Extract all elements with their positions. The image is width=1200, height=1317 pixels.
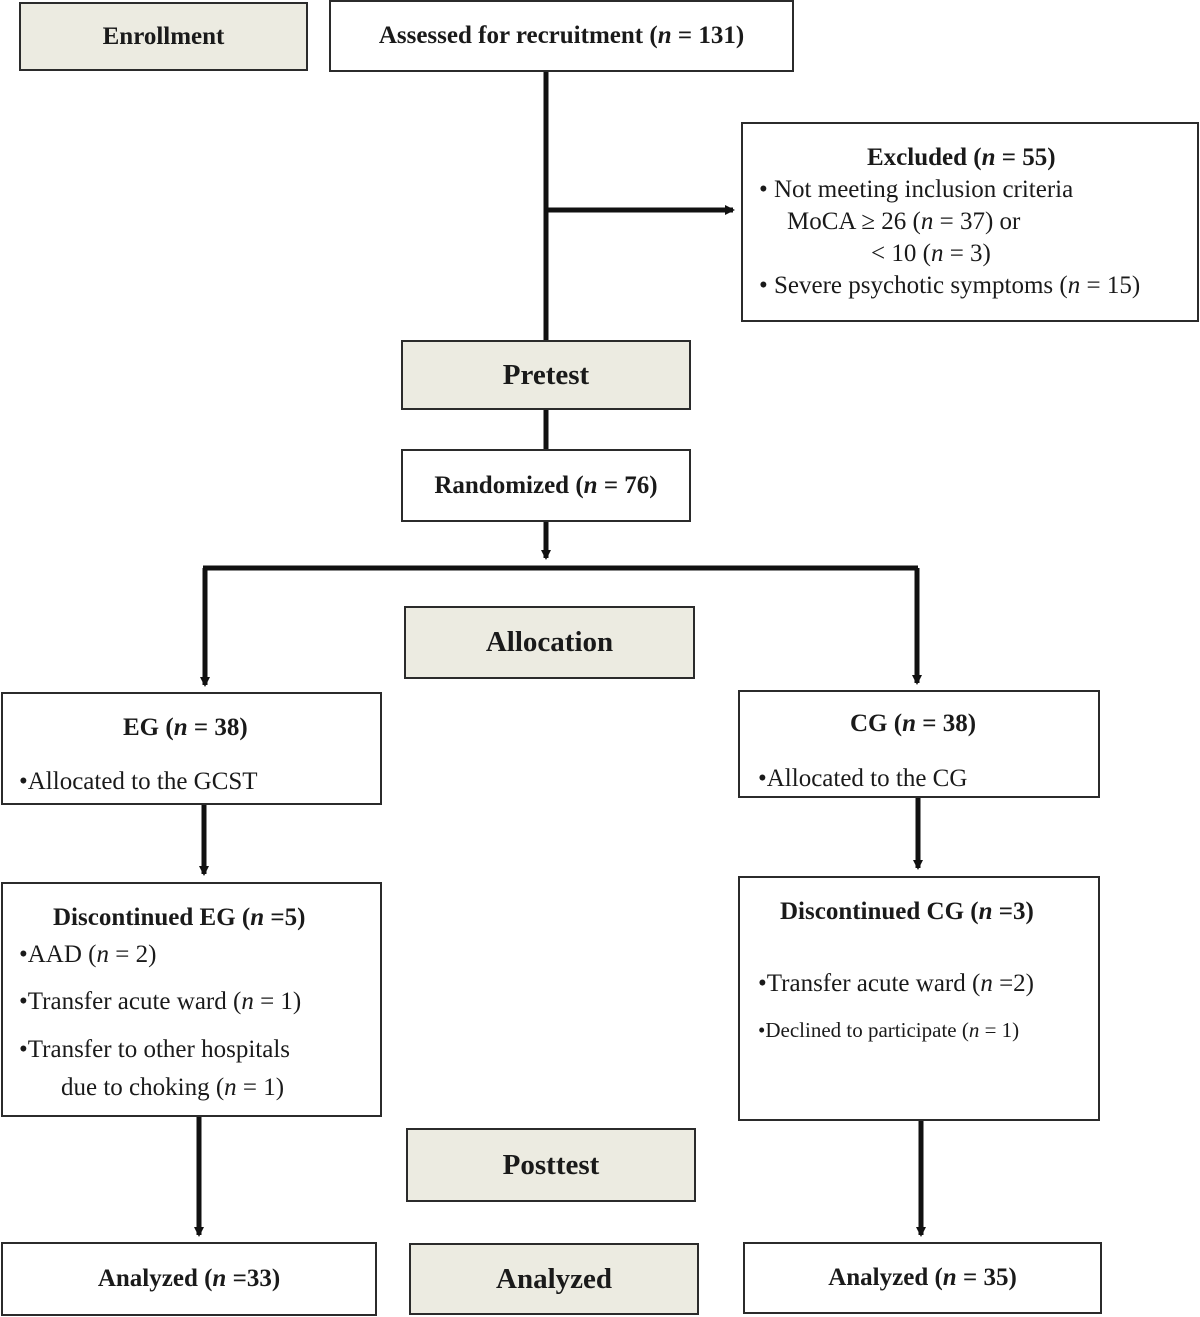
discontinued-eg-item-aad: •AAD (n = 2) bbox=[19, 941, 157, 968]
stage-posttest: Posttest bbox=[406, 1128, 696, 1202]
excluded-item-moca-low: < 10 (n = 3) bbox=[871, 240, 991, 267]
excluded-title: Excluded (n = 55) bbox=[867, 144, 1056, 171]
stage-analyzed: Analyzed bbox=[409, 1243, 699, 1315]
discontinued-cg-title: Discontinued CG (n =3) bbox=[780, 898, 1034, 925]
randomized-box: Randomized (n = 76) bbox=[401, 449, 691, 522]
cg-title: CG (n = 38) bbox=[850, 710, 977, 737]
assessed-box: Assessed for recruitment (n = 131) bbox=[329, 0, 794, 72]
stage-pretest-label: Pretest bbox=[502, 358, 590, 391]
eg-title: EG (n = 38) bbox=[123, 714, 248, 741]
analyzed-eg-label: Analyzed (n =33) bbox=[97, 1265, 281, 1292]
stage-allocation: Allocation bbox=[404, 606, 695, 679]
randomized-label: Randomized (n = 76) bbox=[434, 471, 658, 499]
cg-item-allocated: •Allocated to the CG bbox=[758, 765, 968, 792]
stage-enrollment: Enrollment bbox=[19, 2, 308, 71]
discontinued-cg-item-declined: •Declined to participate (n = 1) bbox=[758, 1018, 1020, 1042]
eg-item-allocated: •Allocated to the GCST bbox=[19, 768, 258, 795]
cg-box: CG (n = 38) •Allocated to the CG bbox=[738, 690, 1100, 798]
stage-analyzed-label: Analyzed bbox=[496, 1262, 612, 1295]
discontinued-cg-box: Discontinued CG (n =3) •Transfer acute w… bbox=[738, 876, 1100, 1121]
discontinued-eg-item-hospitals: •Transfer to other hospitals bbox=[19, 1036, 290, 1063]
stage-posttest-label: Posttest bbox=[502, 1148, 600, 1181]
stage-pretest: Pretest bbox=[401, 340, 691, 410]
analyzed-eg-box: Analyzed (n =33) bbox=[1, 1242, 377, 1316]
eg-box: EG (n = 38) •Allocated to the GCST bbox=[1, 692, 382, 805]
discontinued-cg-item-transfer: •Transfer acute ward (n =2) bbox=[758, 970, 1035, 997]
stage-enrollment-label: Enrollment bbox=[102, 22, 225, 50]
discontinued-eg-item-choking: due to choking (n = 1) bbox=[61, 1074, 285, 1101]
discontinued-eg-box: Discontinued EG (n =5) •AAD (n = 2) •Tra… bbox=[1, 882, 382, 1117]
excluded-item-inclusion: • Not meeting inclusion criteria bbox=[759, 176, 1074, 203]
assessed-label: Assessed for recruitment (n = 131) bbox=[378, 22, 745, 49]
discontinued-eg-title: Discontinued EG (n =5) bbox=[53, 904, 306, 931]
analyzed-cg-label: Analyzed (n = 35) bbox=[828, 1264, 1017, 1291]
excluded-item-moca: MoCA ≥ 26 (n = 37) or bbox=[787, 208, 1021, 235]
discontinued-eg-item-transfer: •Transfer acute ward (n = 1) bbox=[19, 988, 302, 1015]
stage-allocation-label: Allocation bbox=[485, 626, 614, 658]
excluded-box: Excluded (n = 55) • Not meeting inclusio… bbox=[741, 122, 1199, 322]
analyzed-cg-box: Analyzed (n = 35) bbox=[743, 1242, 1102, 1314]
excluded-item-psychotic: • Severe psychotic symptoms (n = 15) bbox=[759, 272, 1141, 299]
